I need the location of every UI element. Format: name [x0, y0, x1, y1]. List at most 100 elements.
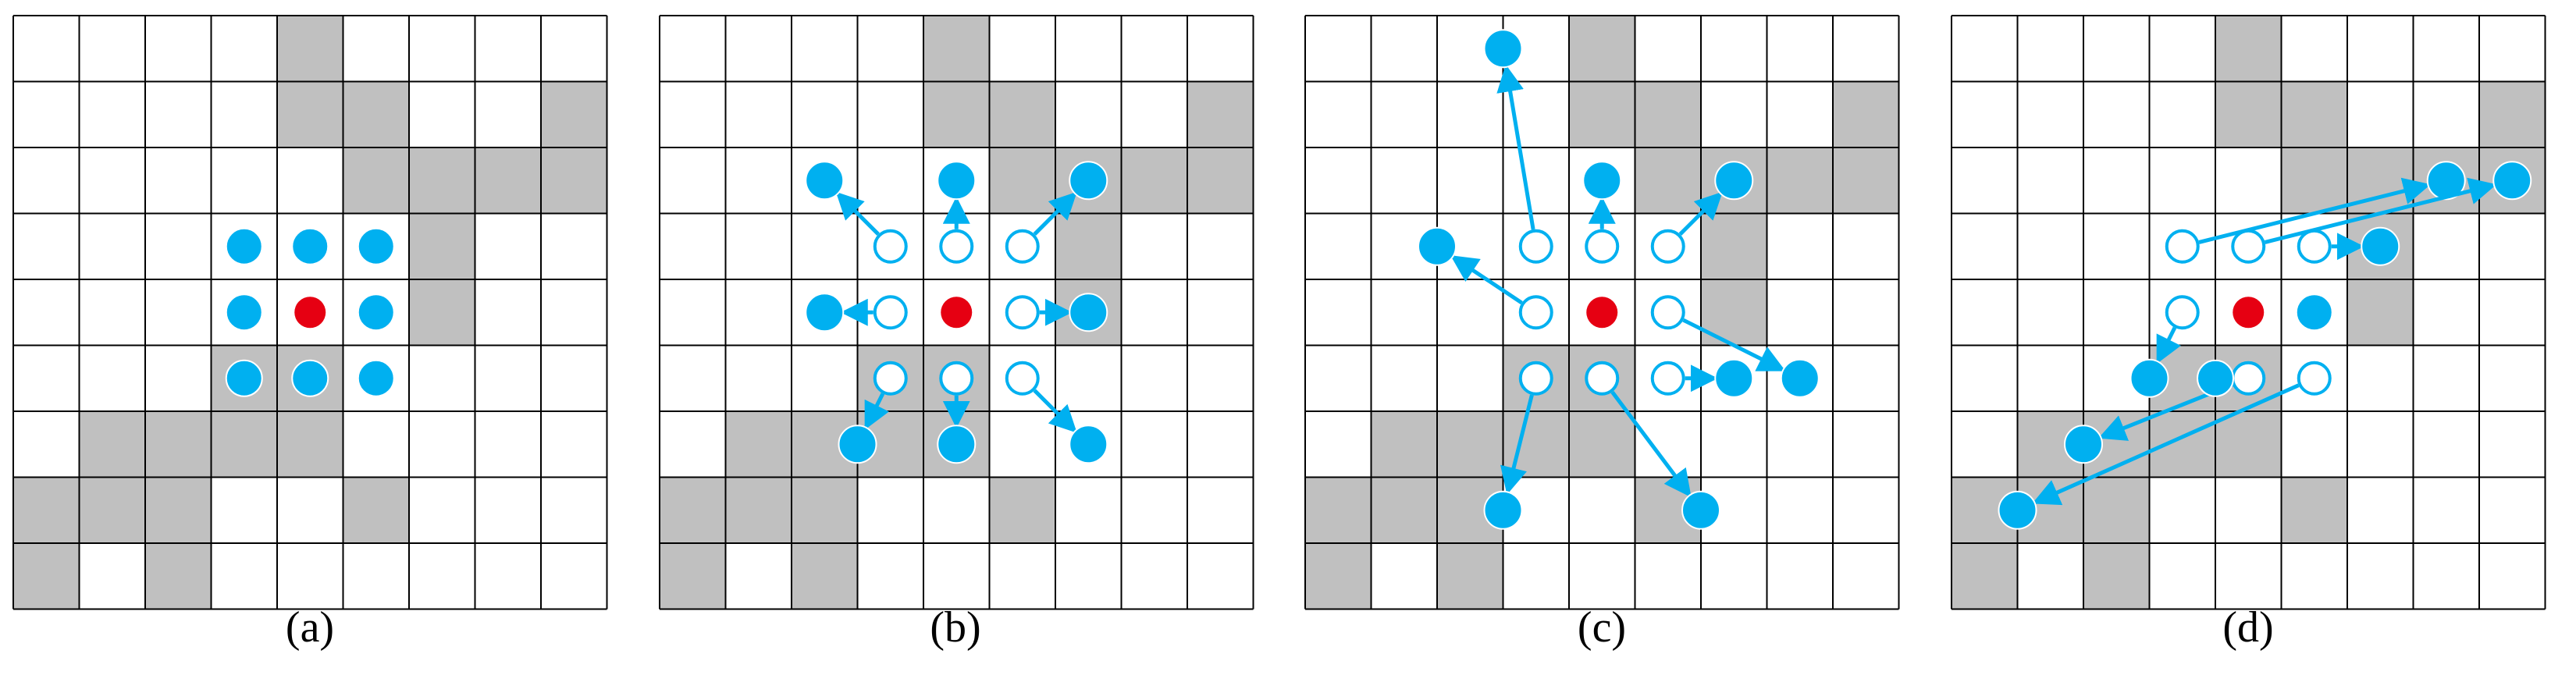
deformed-sampling-point: [2426, 161, 2466, 201]
panel-d-label: (d): [2222, 603, 2274, 652]
deformed-sampling-point: [1483, 29, 1523, 69]
regular-sampling-location: [1005, 295, 1040, 330]
shaded-cell: [343, 477, 409, 543]
panel-a-label: (a): [285, 603, 335, 652]
shaded-cell: [2149, 411, 2215, 478]
sampling-point: [291, 227, 329, 265]
shaded-cell: [1371, 411, 1437, 478]
deformed-sampling-point: [1418, 226, 1457, 266]
shaded-cell: [1833, 81, 1899, 147]
center-point: [1586, 297, 1618, 329]
shaded-cell: [277, 16, 343, 82]
deformed-sampling-point: [1998, 490, 2037, 530]
offset-arrow: [1678, 191, 1723, 236]
regular-sampling-location: [873, 361, 908, 396]
deformed-sampling-point: [2129, 358, 2169, 398]
shaded-cell: [2215, 411, 2282, 478]
shaded-cell: [211, 411, 277, 478]
panel-c-label: (c): [1577, 603, 1627, 652]
deformed-sampling-point: [1069, 425, 1108, 464]
shaded-cell: [792, 477, 858, 543]
shaded-cell: [409, 213, 475, 279]
offset-arrow: [1610, 390, 1692, 498]
shaded-cell: [1833, 147, 1899, 214]
shaded-cell: [1371, 477, 1437, 543]
shaded-cell: [2215, 16, 2282, 82]
deformed-sampling-point: [1483, 490, 1523, 530]
regular-sampling-location: [873, 295, 908, 330]
shaded-cell: [989, 477, 1055, 543]
shaded-cell: [1569, 411, 1635, 478]
deformed-sampling-point: [805, 293, 845, 332]
regular-sampling-location: [1585, 229, 1620, 264]
regular-sampling-location: [1518, 295, 1553, 330]
regular-sampling-location: [1650, 295, 1685, 330]
sampling-point: [357, 293, 395, 332]
shaded-cell: [923, 81, 990, 147]
shaded-cell: [343, 81, 409, 147]
offset-arrow: [863, 393, 889, 430]
regular-sampling-location: [1650, 361, 1685, 396]
shaded-cell: [277, 81, 343, 147]
panel-d: [1951, 15, 2546, 610]
regular-sampling-location: [2297, 361, 2332, 396]
deformed-sampling-point: [937, 425, 977, 464]
regular-sampling-location: [2231, 229, 2266, 264]
shaded-cell: [145, 477, 212, 543]
panel-c: [1304, 15, 1900, 610]
center-point: [941, 297, 973, 329]
shaded-cell: [145, 543, 212, 609]
shaded-cell: [475, 147, 541, 214]
deformed-sampling-point: [1582, 161, 1622, 201]
shaded-cell: [1437, 543, 1503, 609]
regular-sampling-location: [2297, 229, 2332, 264]
shaded-cell: [923, 16, 990, 82]
offset-arrow: [2264, 177, 2497, 244]
shaded-cell: [725, 411, 792, 478]
regular-sampling-location: [2165, 295, 2200, 330]
shaded-cell: [1635, 147, 1701, 214]
shaded-cell: [541, 81, 607, 147]
shaded-cell: [1305, 543, 1372, 609]
deformed-sampling-point: [1069, 161, 1108, 201]
shaded-cell: [13, 543, 80, 609]
shaded-cell: [1187, 81, 1254, 147]
shaded-cell: [409, 147, 475, 214]
regular-sampling-location: [1518, 229, 1553, 264]
sampling-point: [2197, 359, 2234, 397]
sampling-point: [357, 359, 395, 397]
shaded-cell: [2083, 543, 2150, 609]
shaded-cell: [541, 147, 607, 214]
offset-arrow: [1450, 254, 1523, 305]
shaded-cell: [989, 147, 1055, 214]
deformed-sampling-point: [1714, 358, 1754, 398]
shaded-cell: [1569, 81, 1635, 147]
shaded-cell: [277, 411, 343, 478]
sampling-point: [225, 227, 263, 265]
shaded-cell: [343, 147, 409, 214]
regular-sampling-location: [1585, 361, 1620, 396]
shaded-cell: [2479, 81, 2546, 147]
offset-arrow: [1033, 191, 1077, 236]
regular-sampling-location: [2165, 229, 2200, 264]
regular-sampling-location: [1518, 361, 1553, 396]
regular-sampling-location: [873, 229, 908, 264]
shaded-cell: [2215, 81, 2282, 147]
shaded-cell: [725, 477, 792, 543]
deformed-sampling-point: [2064, 425, 2103, 464]
shaded-cell: [1305, 477, 1372, 543]
shaded-cell: [409, 279, 475, 346]
shaded-cell: [989, 81, 1055, 147]
shaded-cell: [2281, 147, 2347, 214]
offset-arrow: [1033, 389, 1077, 433]
regular-sampling-location: [939, 361, 974, 396]
offset-arrow: [2198, 177, 2431, 244]
center-point: [2233, 297, 2265, 329]
shaded-cell: [1701, 213, 1767, 279]
shaded-cell: [2347, 279, 2414, 346]
shaded-cell: [1437, 411, 1503, 478]
regular-sampling-location: [939, 229, 974, 264]
deformed-sampling-point: [1681, 490, 1720, 530]
regular-sampling-location: [1005, 229, 1040, 264]
